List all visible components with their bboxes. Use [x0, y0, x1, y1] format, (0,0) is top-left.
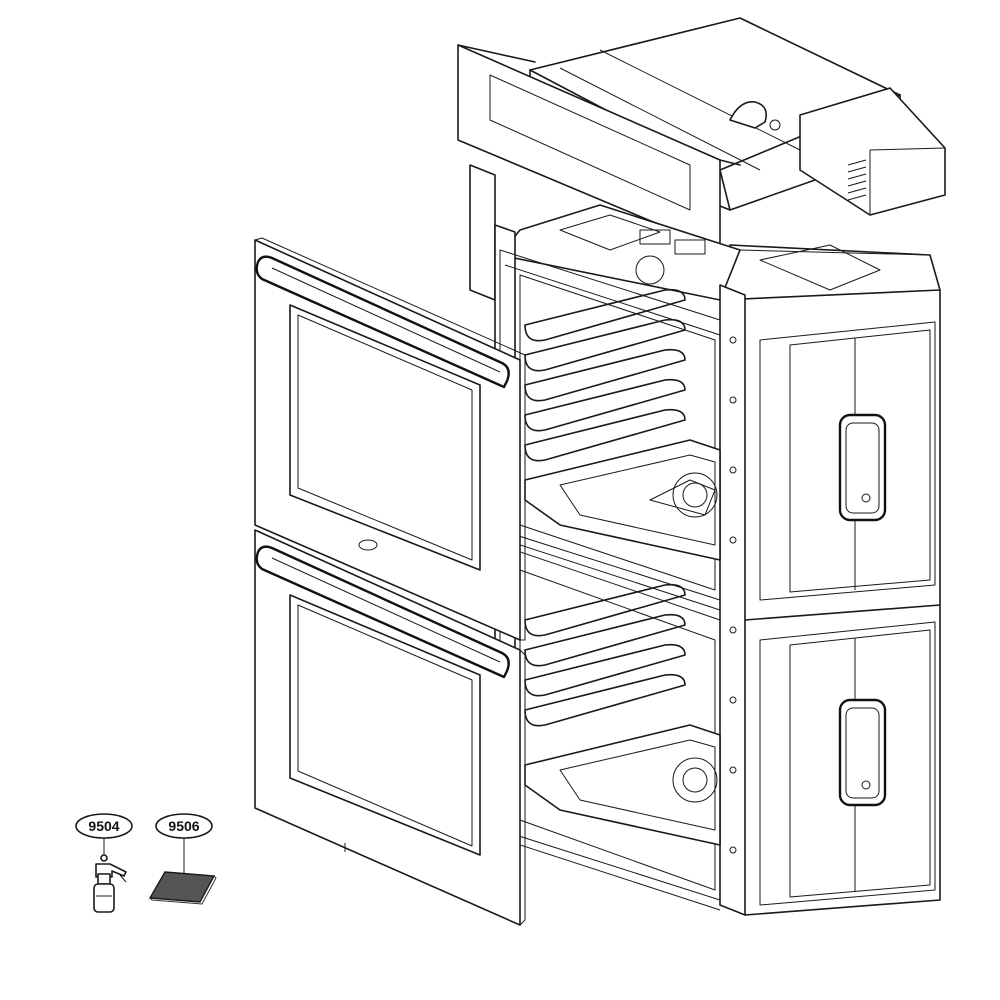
lower-rack-rails — [524, 583, 686, 727]
side-handle-upper — [838, 413, 887, 522]
callout-label-9504: 9504 — [88, 818, 119, 834]
logo-mark — [358, 539, 378, 551]
frame-holes — [729, 336, 737, 854]
lower-door-window — [289, 594, 481, 856]
spray-bottle-icon — [93, 854, 127, 913]
upper-oven-cavity — [499, 249, 721, 611]
upper-door-window — [289, 304, 481, 571]
lower-cavity-floor — [524, 724, 721, 846]
side-handle-lower — [838, 698, 887, 807]
upper-oven-door — [254, 237, 526, 641]
top-bracket — [729, 101, 768, 129]
cleaning-pad-icon — [148, 871, 216, 903]
lower-oven-cavity — [499, 544, 721, 911]
vent-grille — [847, 159, 867, 201]
control-panel-assembly — [457, 17, 946, 251]
spray-bottle-part: 9504 — [75, 813, 133, 913]
callout-label-9506: 9506 — [168, 818, 199, 834]
cleaning-pad-part: 9506 — [148, 813, 217, 905]
lower-oven-door — [254, 529, 526, 926]
